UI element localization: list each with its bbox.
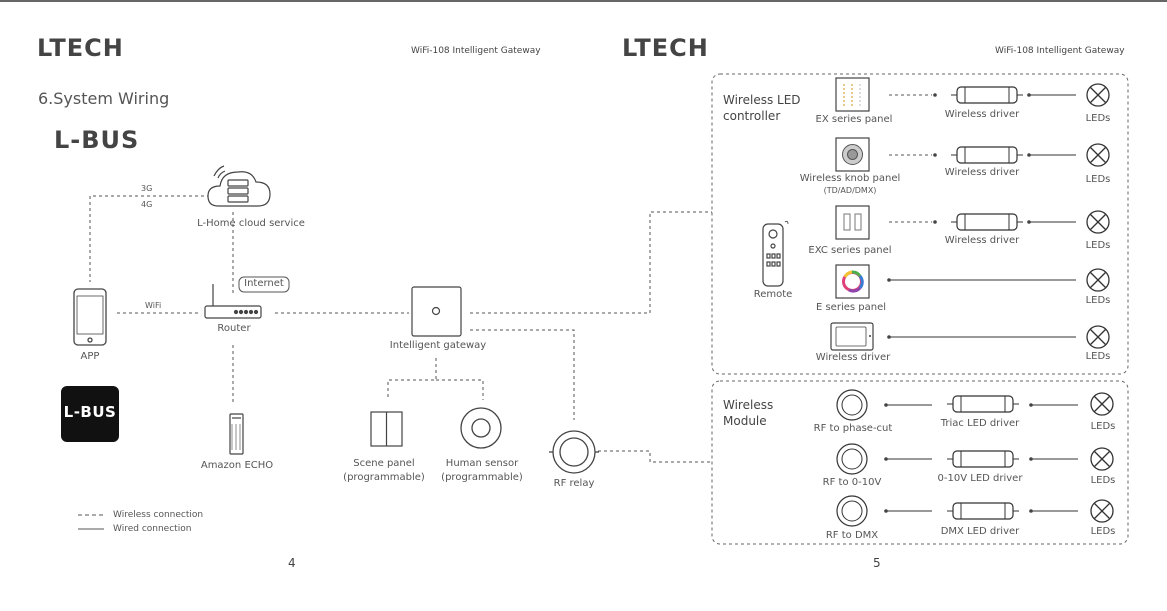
wireless-driver-icon [950,213,1024,231]
wifi-label: WiFi [145,301,162,310]
wireless-driver-icon [950,146,1024,164]
triac-driver-icon [946,395,1020,413]
ex-panel-icon [835,77,870,112]
legend-lines [78,514,104,530]
exc-panel-icon [835,205,870,240]
remote-label: Remote [753,289,793,300]
router-icon [204,284,262,319]
leds-label: LEDs [1090,475,1116,486]
wireless-driver-label: Wireless driver [944,167,1020,178]
module-title-1: Wireless [723,398,774,412]
lbus-brand: L-BUS [54,126,140,154]
wireless-driver-box-label: Wireless driver [815,352,891,363]
rf-phase-cut-label: RF to phase-cut [813,423,893,434]
sensor-sublabel: (programmable) [441,472,523,483]
wireless-driver-icon [950,86,1024,104]
human-sensor-icon [460,407,502,449]
led-icon [1090,499,1114,523]
echo-icon [229,413,244,455]
app-label: APP [80,351,100,362]
led-icon [1086,83,1110,107]
module-group-box [711,380,1129,545]
exc-panel-label: EXC series panel [808,245,892,256]
leds-label: LEDs [1085,113,1111,124]
scene-panel-label: Scene panel [353,458,415,469]
led-icon [1086,268,1110,292]
scene-panel-icon [370,411,403,447]
rf-relay-icon [549,430,599,474]
triac-driver-label: Triac LED driver [940,418,1020,429]
sensor-label: Human sensor [445,458,519,469]
wireless-links [89,195,712,463]
echo-label: Amazon ECHO [200,460,274,471]
leds-label: LEDs [1090,526,1116,537]
leds-label: LEDs [1085,174,1111,185]
router-label: Router [217,323,251,334]
wireless-driver-box-icon [830,322,874,351]
page-number-left: 4 [288,556,296,570]
wireless-driver-label: Wireless driver [944,235,1020,246]
wireless-driver-label: Wireless driver [944,109,1020,120]
e-panel-label: E series panel [815,302,887,313]
gateway-label: Intelligent gateway [389,340,487,351]
phone-icon [73,288,107,346]
cloud-icon [207,165,271,207]
lbus-badge-label: L-BUS [63,403,117,421]
knob-panel-sublabel: (TD/AD/DMX) [823,186,877,195]
logo-left: LTECH [37,34,124,62]
product-name-right: WiFi-108 Intelligent Gateway [995,46,1125,56]
scene-panel-sublabel: (programmable) [343,472,425,483]
gateway-icon [411,286,462,337]
rf-0-10v-icon [836,443,868,475]
logo-right: LTECH [622,34,709,62]
controller-title-2: controller [723,109,781,123]
remote-icon [762,220,789,287]
net-4g-label: 4G [141,200,153,209]
controller-title-1: Wireless LED [723,93,801,107]
knob-panel-label: Wireless knob panel [799,173,901,184]
led-icon [1090,447,1114,471]
led-icon [1086,325,1110,349]
internet-badge [238,276,290,293]
rf-dmx-icon [836,495,868,527]
e-panel-icon [835,264,870,299]
page-number-right: 5 [873,556,881,570]
section-title: 6.System Wiring [38,89,170,108]
knob-panel-icon [835,137,870,172]
legend-wireless: Wireless connection [113,510,204,520]
led-icon [1086,143,1110,167]
led-icon [1086,210,1110,234]
leds-label: LEDs [1085,240,1111,251]
module-title-2: Module [723,414,767,428]
cloud-label: L-Home cloud service [197,218,305,229]
internet-label: Internet [244,278,284,289]
leds-label: LEDs [1085,351,1111,362]
rf-relay-label: RF relay [553,478,595,489]
leds-label: LEDs [1085,295,1111,306]
led-icon [1090,392,1114,416]
ex-panel-label: EX series panel [815,114,893,125]
rf-dmx-label: RF to DMX [825,530,879,541]
lbus-badge-box [61,386,119,442]
dmx-driver-label: DMX LED driver [940,526,1020,537]
net-3g-label: 3G [141,184,153,193]
rf-0-10v-label: RF to 0-10V [822,477,882,488]
product-name-left: WiFi-108 Intelligent Gateway [411,46,541,56]
controller-group-box [711,73,1129,375]
010v-driver-label: 0-10V LED driver [937,473,1023,484]
dmx-driver-icon [946,502,1020,520]
rf-phase-cut-icon [836,389,868,421]
010v-driver-icon [946,450,1020,468]
legend-wired: Wired connection [113,524,192,534]
leds-label: LEDs [1090,421,1116,432]
